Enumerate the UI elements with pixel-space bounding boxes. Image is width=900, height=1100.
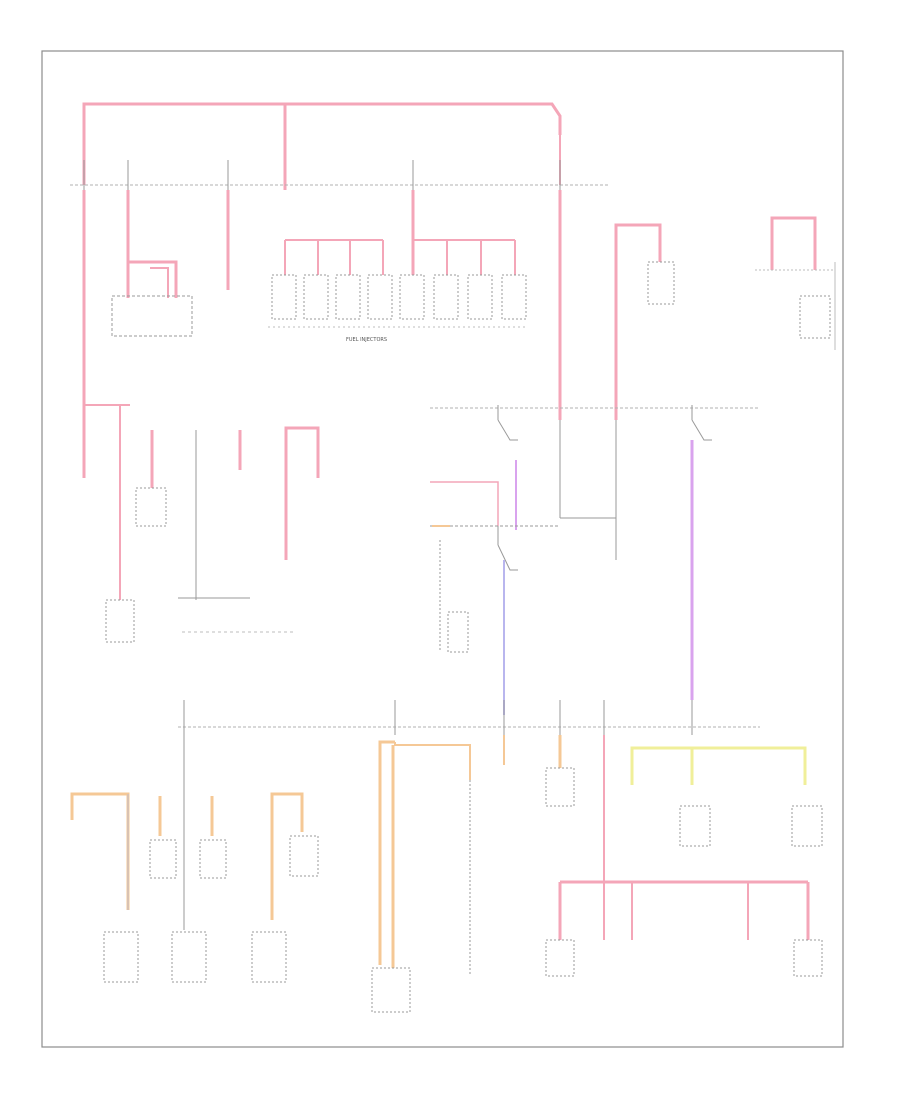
- injector-bank-right: [268, 190, 528, 328]
- center-control-circuits: [430, 440, 694, 715]
- relay-center-feed: [558, 190, 675, 420]
- relay-feed-circuit: [111, 190, 193, 337]
- isolated-relay-circuit: [755, 216, 836, 350]
- diagram-frame: [41, 50, 844, 1048]
- relay-bus: [430, 405, 760, 560]
- top-power-feed: [70, 102, 610, 190]
- lower-right-circuits: [545, 735, 823, 977]
- lower-center-circuits: [371, 735, 575, 1013]
- lower-left-circuits: [70, 735, 319, 983]
- lower-fuse-bus: [178, 700, 760, 735]
- injector-bank-left: [271, 239, 393, 320]
- middle-left-circuits: [105, 405, 320, 643]
- fuel-injectors-caption: FUEL INJECTORS: [346, 337, 388, 343]
- left-feed-circuit: [82, 190, 130, 478]
